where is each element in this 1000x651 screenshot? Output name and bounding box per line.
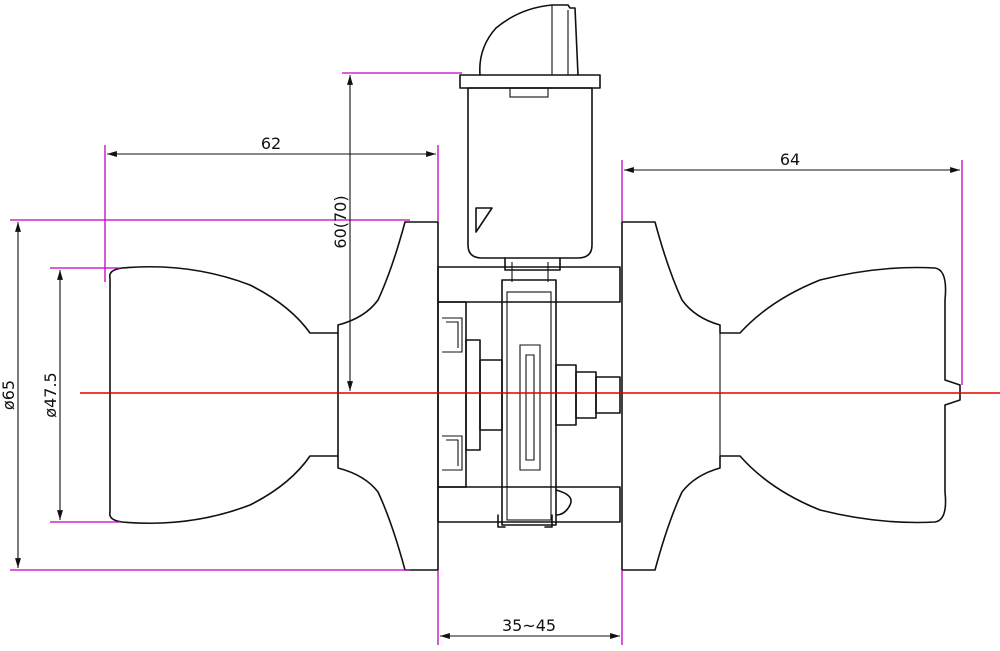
extension-lines <box>10 72 963 645</box>
cylinder-housing <box>459 4 601 282</box>
lock-chassis <box>437 266 621 528</box>
right-knob <box>621 221 961 571</box>
dim-left-knob-length: 62 <box>261 134 281 153</box>
dim-right-knob-length: 64 <box>780 150 800 169</box>
dim-knob-diameter: ø47.5 <box>41 372 60 417</box>
dim-spindle-height: 60(70) <box>331 195 350 248</box>
dimension-lines <box>15 75 960 639</box>
dim-door-thickness: 35~45 <box>502 616 556 635</box>
dim-rose-diameter: ø65 <box>0 380 18 410</box>
left-knob <box>108 221 439 571</box>
